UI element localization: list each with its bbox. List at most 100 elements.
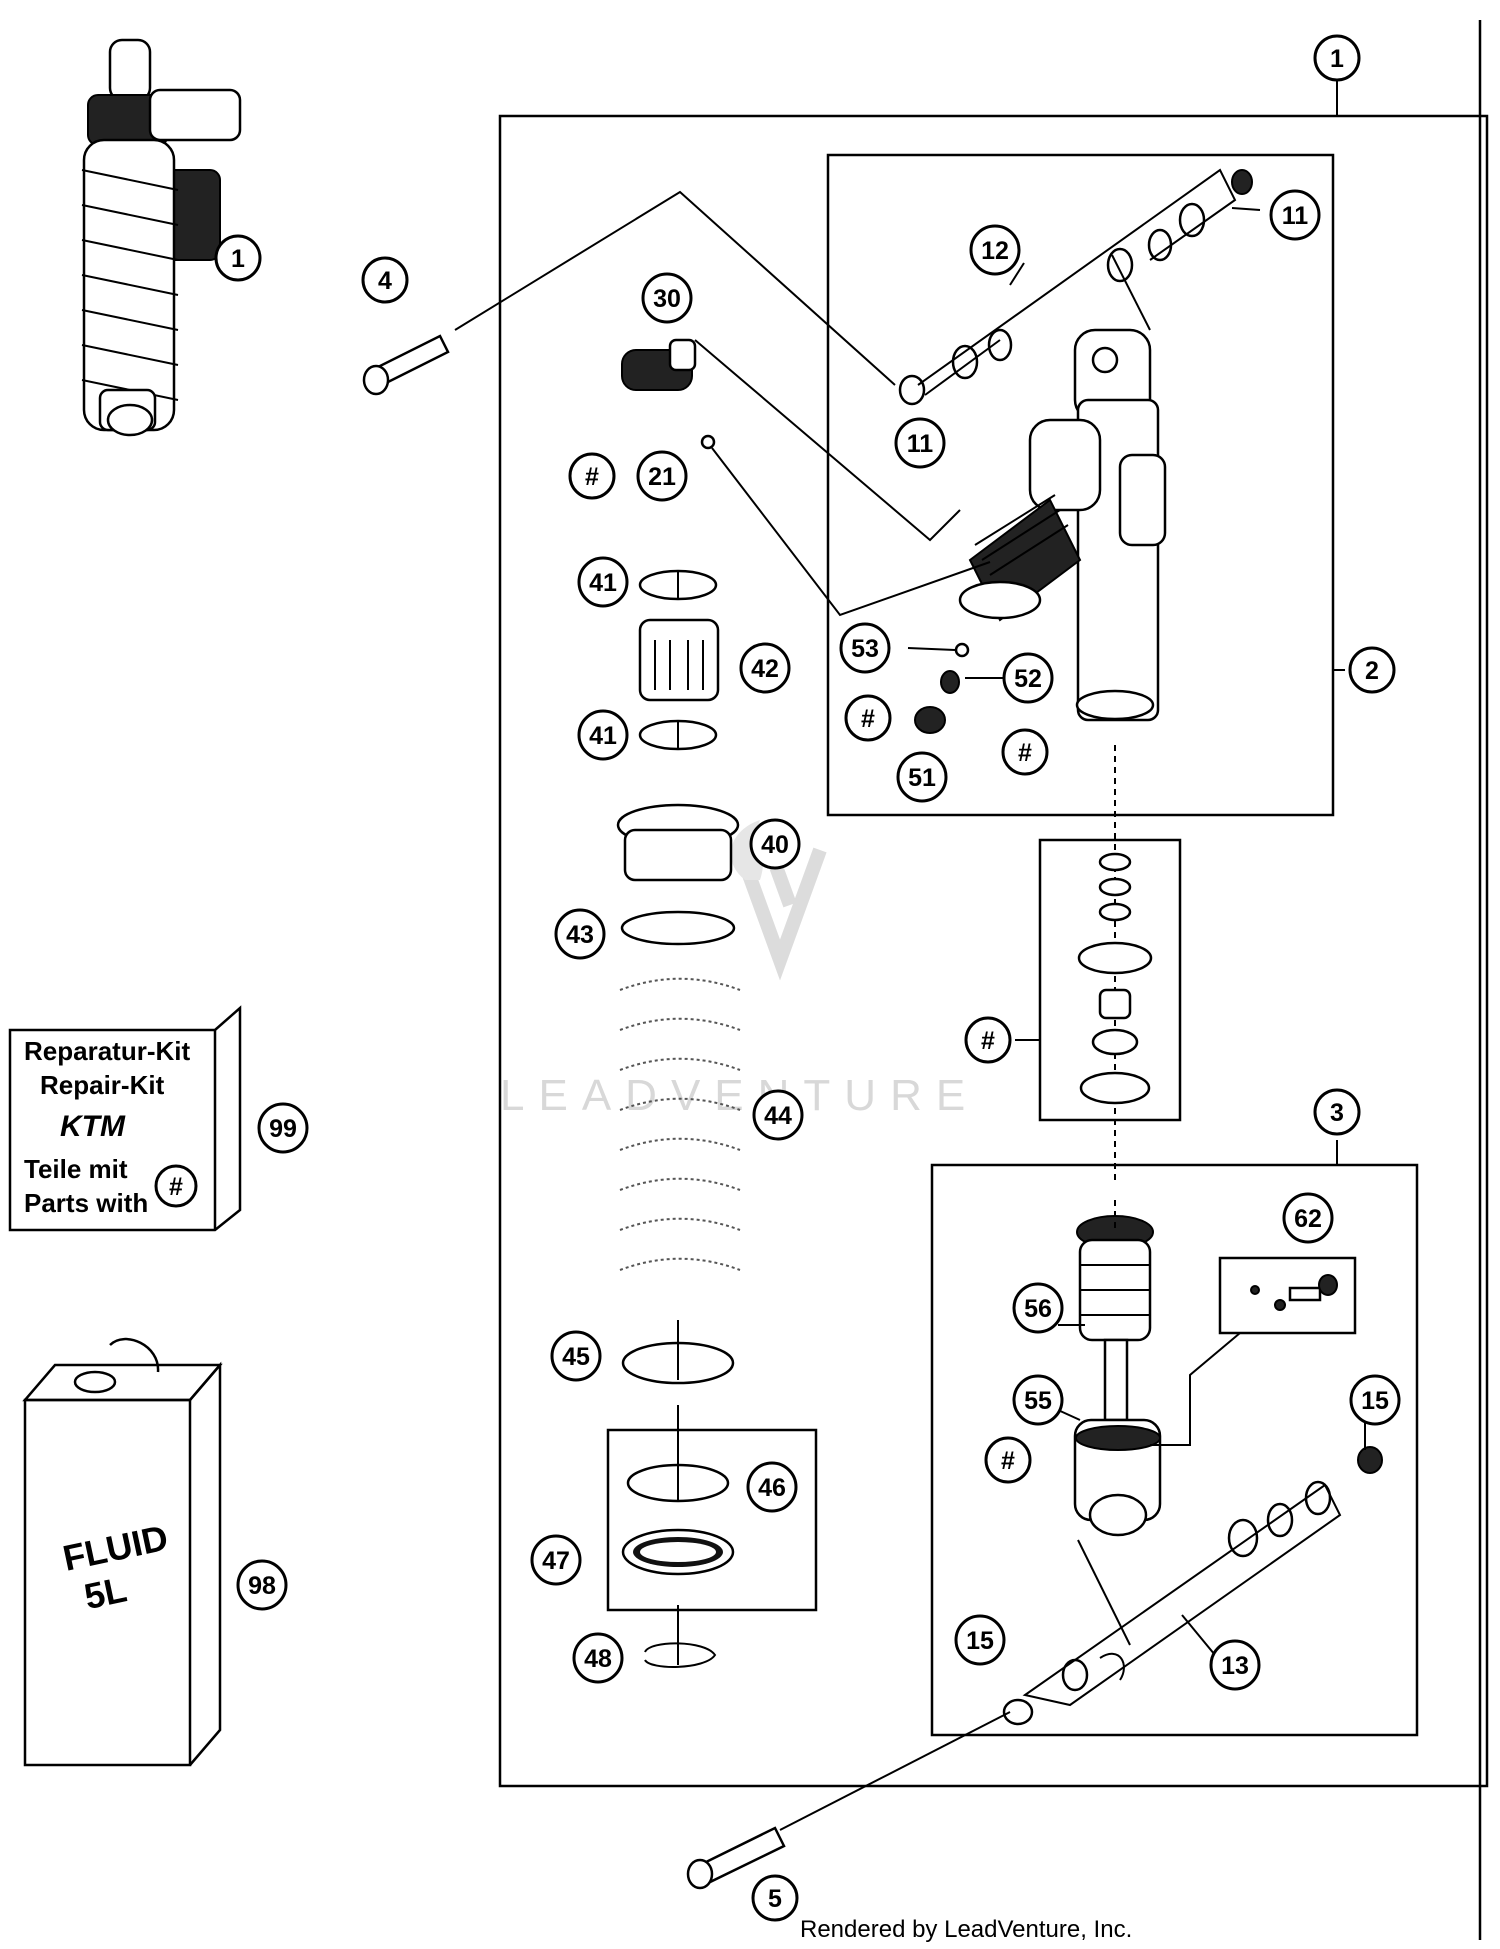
callout-2: 2 [1348,646,1396,694]
callout-13: 13 [1209,1639,1261,1691]
svg-text:#: # [585,463,599,491]
svg-text:48: 48 [584,1645,612,1673]
callout-hash-51: # [844,694,892,742]
svg-text:99: 99 [269,1115,297,1143]
svg-text:41: 41 [589,569,617,597]
callout-45: 45 [550,1330,602,1382]
leader-bolt-upper [454,190,896,386]
svg-text:#: # [981,1027,995,1055]
svg-text:46: 46 [758,1474,786,1502]
bolt-upper [362,334,450,396]
repair-kit-line3: Teile mit [24,1154,128,1184]
repair-kit-symbol-circle [154,1164,198,1208]
svg-text:45: 45 [562,1343,590,1371]
svg-text:98: 98 [248,1572,276,1600]
bearing-kit-frame [606,1428,818,1612]
complete-shock-absorber [81,38,242,437]
callout-15-right: 15 [1349,1374,1401,1426]
svg-text:43: 43 [566,921,594,949]
callout-1-top: 1 [214,234,262,282]
upper-bearing-parts [898,168,1253,406]
callout-hash-52: # [1001,728,1049,776]
svg-text:30: 30 [653,285,681,313]
callout-4: 4 [361,256,409,304]
callout-62: 62 [1282,1192,1334,1244]
callout-30: 30 [641,272,693,324]
svg-text:#: # [1001,1447,1015,1475]
repair-kit-symbol: # [169,1173,183,1201]
lower-bearing-parts [1002,1420,1383,1726]
callout-52: 52 [1002,652,1054,704]
svg-text:13: 13 [1221,1652,1249,1680]
repair-kit-line2: Repair-Kit [40,1070,165,1100]
callout-55: 55 [1012,1374,1064,1426]
svg-text:44: 44 [764,1102,792,1130]
callout-15-left: 15 [954,1614,1006,1666]
reservoir-subassembly-frame [826,153,1335,817]
svg-text:12: 12 [981,237,1009,265]
leadventure-watermark: LEADVENTURE [500,820,979,1120]
callout-56: 56 [1012,1282,1064,1334]
svg-text:#: # [1018,739,1032,767]
callout-46: 46 [746,1461,798,1513]
leader-adjuster [694,339,961,542]
bolt-lower [686,1711,1011,1890]
svg-text:21: 21 [648,463,676,491]
svg-text:15: 15 [966,1627,994,1655]
svg-text:47: 47 [542,1547,570,1575]
left-column-parts [616,569,741,1668]
repair-kit-line1: Reparatur-Kit [24,1036,190,1066]
callout-hash-kit: # [964,1016,1012,1064]
svg-text:42: 42 [751,655,779,683]
washer-small [954,642,970,658]
svg-text:4: 4 [378,267,392,295]
damper-rod-assembly [1057,1200,1162,1537]
nut-large [914,706,946,734]
callout-41-top: 41 [577,556,629,608]
ktm-logo: KTM [60,1110,126,1143]
callout-5: 5 [751,1874,799,1922]
watermark-text: LEADVENTURE [500,1071,979,1120]
fluid-can: FLUID 5L [22,1337,223,1767]
callout-21: 21 [636,450,688,502]
svg-text:41: 41 [589,722,617,750]
seal-kit-parts [1015,745,1153,1185]
svg-text:40: 40 [761,831,789,859]
svg-text:51: 51 [908,764,936,792]
svg-text:52: 52 [1014,665,1042,693]
fluid-can-line2: 5L [81,1568,131,1617]
reservoir-body [958,328,1167,722]
callout-hash-55: # [984,1436,1032,1484]
svg-text:1: 1 [1330,45,1344,73]
svg-text:1: 1 [231,245,245,273]
callout-40: 40 [749,818,801,870]
main-assembly-frame [498,20,1489,1940]
callout-1-main: 1 [1313,34,1361,82]
repair-kit-line4: Parts with [24,1188,148,1218]
svg-text:5: 5 [768,1885,782,1913]
nut-small [940,670,960,694]
callout-41-bot: 41 [577,709,629,761]
svg-text:2: 2 [1365,657,1379,685]
callout-43: 43 [554,908,606,960]
callout-11-mid: 11 [894,417,946,469]
svg-text:11: 11 [1282,202,1309,230]
adjuster-valve-kit [1150,1256,1357,1446]
callout-98: 98 [236,1559,288,1611]
svg-text:11: 11 [907,430,934,458]
callout-99: 99 [257,1102,309,1154]
svg-text:53: 53 [851,635,879,663]
callout-3: 3 [1313,1088,1361,1136]
svg-text:62: 62 [1294,1205,1322,1233]
seal-kit-frame [1038,838,1182,1122]
svg-text:56: 56 [1024,1295,1052,1323]
svg-text:15: 15 [1361,1387,1389,1415]
damper-subassembly-frame [930,1163,1419,1737]
callout-hash-21: # [568,452,616,500]
svg-text:55: 55 [1024,1387,1052,1415]
callout-47: 47 [530,1534,582,1586]
leader-ball [711,447,991,617]
svg-text:3: 3 [1330,1099,1344,1127]
svg-text:#: # [861,705,875,733]
repair-kit-box: Reparatur-Kit Repair-Kit KTM Teile mit P… [8,1005,242,1232]
